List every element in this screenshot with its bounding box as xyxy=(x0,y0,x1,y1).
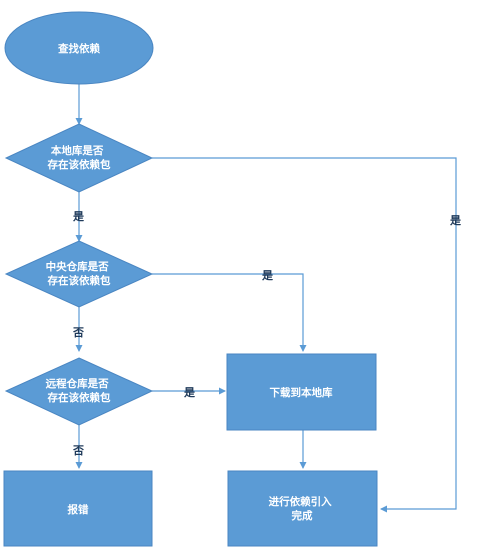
node-download-local: 下载到本地库 xyxy=(226,353,377,431)
node-start: 查找依赖 xyxy=(4,11,154,85)
complete-line1: 进行依赖引入 xyxy=(269,495,332,508)
download-local-label: 下载到本地库 xyxy=(270,386,333,399)
local-check-label: 本地库是否 存在该依赖包 xyxy=(48,144,111,171)
edge-local-to-complete xyxy=(152,157,457,513)
edge-label-central-yes: 是 xyxy=(261,269,274,282)
node-central-check: 中央仓库是否 存在该依赖包 xyxy=(4,240,154,308)
remote-check-line1: 远程仓库是否 xyxy=(46,377,109,390)
remote-check-label: 远程仓库是否 存在该依赖包 xyxy=(46,377,113,404)
error-label: 报错 xyxy=(68,503,89,516)
edge-central-to-download xyxy=(152,273,307,352)
error-box xyxy=(3,470,153,547)
central-check-line2: 存在该依赖包 xyxy=(48,274,111,287)
start-ellipse xyxy=(4,11,154,85)
node-complete: 进行依赖引入 完成 xyxy=(227,470,378,547)
remote-check-diamond xyxy=(4,357,154,426)
edge-label-local-to-central-yes: 是 xyxy=(72,210,85,223)
node-local-check: 本地库是否 存在该依赖包 xyxy=(4,123,154,193)
download-local-box xyxy=(226,353,377,431)
edges xyxy=(75,82,457,513)
local-check-line1: 本地库是否 xyxy=(51,144,104,157)
edge-label-remote-yes: 是 xyxy=(183,386,196,399)
node-remote-check: 远程仓库是否 存在该依赖包 xyxy=(4,357,154,426)
local-check-diamond xyxy=(4,123,154,193)
local-check-line2: 存在该依赖包 xyxy=(48,158,111,171)
start-label: 查找依赖 xyxy=(57,42,100,55)
complete-line2: 完成 xyxy=(292,509,313,522)
edge-label-remote-no: 否 xyxy=(72,444,84,457)
complete-label: 进行依赖引入 完成 xyxy=(269,495,336,522)
central-check-diamond xyxy=(4,240,154,308)
remote-check-line2: 存在该依赖包 xyxy=(48,391,111,404)
edge-label-local-yes: 是 xyxy=(449,214,462,227)
edge-label-central-no: 否 xyxy=(72,326,84,339)
node-error: 报错 xyxy=(3,470,153,547)
central-check-label: 中央仓库是否 存在该依赖包 xyxy=(46,260,113,287)
complete-box xyxy=(227,470,378,547)
central-check-line1: 中央仓库是否 xyxy=(46,260,109,273)
